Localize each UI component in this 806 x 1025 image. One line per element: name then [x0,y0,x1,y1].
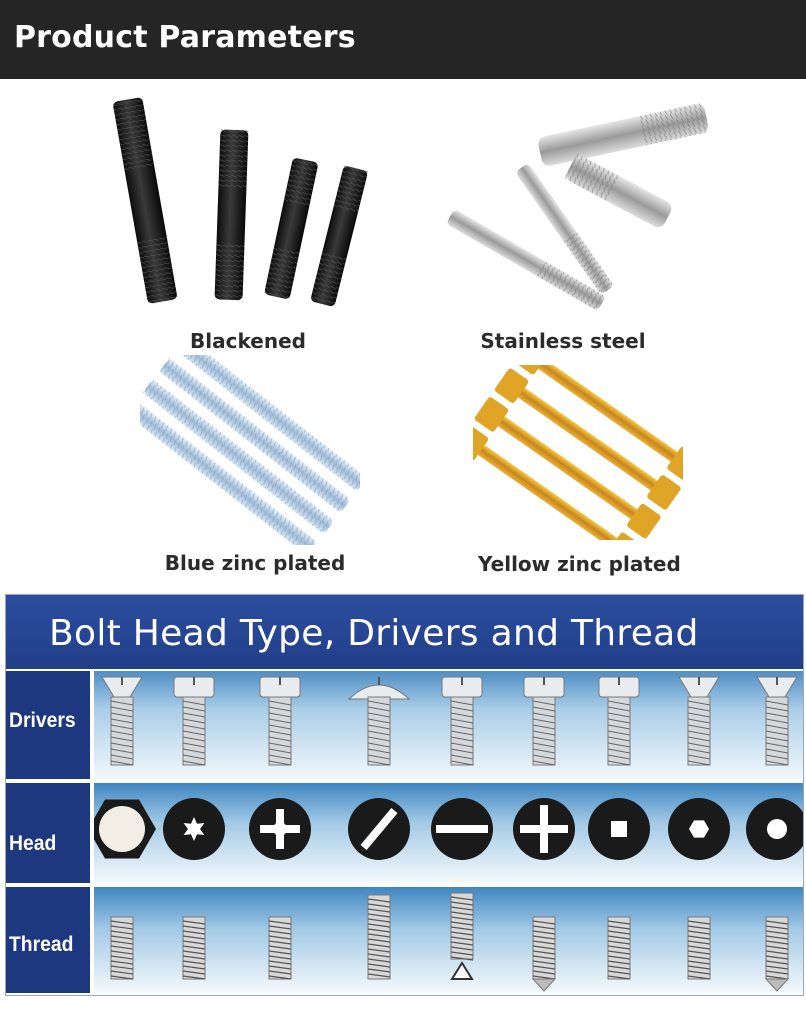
head-drive-icon [746,798,803,860]
head-drive-icon [163,798,225,860]
stainless-stud-bolts-image [447,102,710,312]
thread-row: Thread [6,887,803,993]
head-strip [94,783,803,883]
bolt-chart-title: Bolt Head Type, Drivers and Thread [49,613,699,654]
thread-screw-icon [367,894,391,980]
head-label: Head [9,832,57,855]
page-title: Product Parameters [14,20,356,55]
head-drive-icon [588,798,650,860]
thread-screw-icon [268,916,292,980]
driver-screw-icon [441,676,483,766]
bolt-types-panel: Bolt Head Type, Drivers and Thread Drive… [5,594,804,996]
drivers-row: Drivers [6,671,803,779]
head-drive-icon [431,798,493,860]
driver-screw-icon [678,676,720,766]
product-label-blackened: Blackened [190,329,306,353]
thread-screw-icon [687,916,711,980]
thread-strip [94,887,803,993]
product-label-stainless-steel: Stainless steel [480,329,646,353]
thread-screw-icon [182,916,206,980]
thread-screw-icon [764,916,790,992]
thread-screw-icon [607,916,631,980]
thread-screw-icon [531,916,557,992]
driver-screw-icon [523,676,565,766]
head-drive-icon [348,798,410,860]
thread-label-cell: Thread [6,887,90,993]
head-drive-icon [513,798,575,860]
head-row: Head [6,783,803,883]
black-stud-bolts-image [112,96,369,308]
product-blue-zinc-plated: Blue zinc plated [0,355,403,580]
driver-screw-icon [756,676,798,766]
drivers-label: Drivers [9,709,76,732]
header-bar: Product Parameters [0,0,806,79]
head-drive-icon [668,798,730,860]
thread-illustrations [110,892,790,992]
head-illustrations [94,798,803,860]
product-blackened: Blackened [0,80,403,360]
drivers-illustrations [101,676,798,766]
head-label-cell: Head [6,783,90,883]
yellow-zinc-stud-bolts-image [473,365,683,540]
product-yellow-zinc-plated: Yellow zinc plated [403,355,806,580]
product-label-yellow-zinc-plated: Yellow zinc plated [478,552,681,576]
blue-zinc-stud-bolts-image [140,355,360,545]
driver-screw-icon [173,676,215,766]
driver-screw-icon [598,676,640,766]
driver-screw-icon [347,677,411,766]
head-drive-icon [94,799,156,859]
product-label-blue-zinc-plated: Blue zinc plated [164,551,346,575]
thread-screw-icon [450,892,474,980]
thread-label: Thread [9,933,74,956]
driver-screw-icon [101,676,143,766]
product-stainless-steel: Stainless steel [403,80,806,360]
bolt-chart-title-bar: Bolt Head Type, Drivers and Thread [6,595,803,669]
drivers-strip [94,671,803,779]
head-drive-icon [249,798,311,860]
driver-screw-icon [259,676,301,766]
drivers-label-cell: Drivers [6,671,90,779]
thread-screw-icon [110,916,134,980]
